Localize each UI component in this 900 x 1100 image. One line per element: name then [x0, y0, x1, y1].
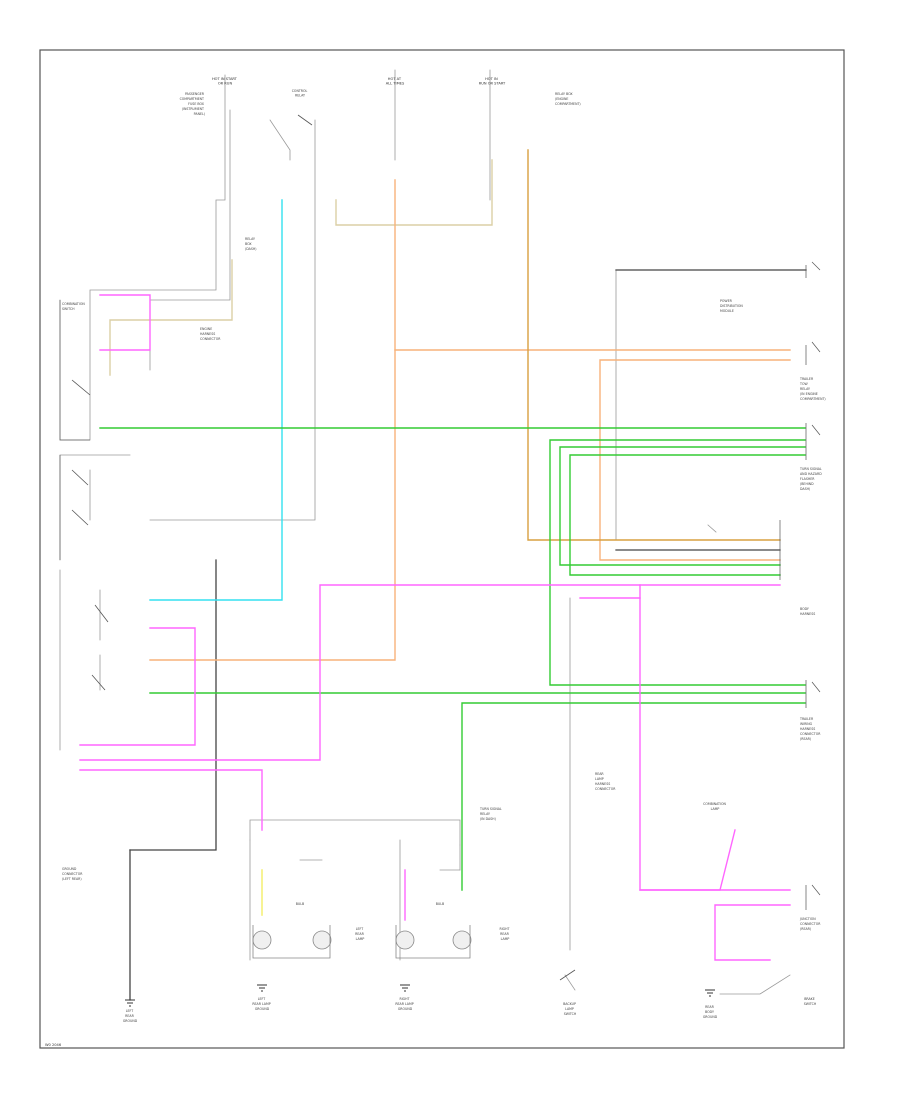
fuse-top-right-label: HOT IN RUN OR START [479, 77, 506, 86]
right-connectors [779, 261, 821, 910]
center-relay-label: TURN SIGNAL RELAY (IN DASH) [479, 807, 503, 821]
lamp-left-bulb-2-icon [312, 930, 332, 950]
switch-br-label: BRAKE SWITCH [804, 997, 817, 1006]
lamp-right-bulb-icon [395, 930, 415, 950]
page-ref-label: W0 2046 [45, 1043, 62, 1047]
fuse-box-right-label: RELAY BOX (ENGINE COMPARTMENT) [555, 92, 581, 106]
lamp-left-housing [252, 925, 331, 959]
left-relay-label: RELAY BOX (DASH) [245, 237, 257, 251]
sensor-label: BACKUP LAMP SWITCH [563, 1002, 577, 1016]
left-switch-label: COMBINATION SWITCH [62, 302, 86, 311]
fuse-top-mid-label: HOT AT ALL TIMES [386, 77, 405, 86]
right-module-1-label: POWER DISTRIBUTION MODULE [720, 299, 744, 313]
rear-module-label: REAR LAMP HARNESS CONNECTOR [595, 772, 616, 791]
ground-3-label: RIGHT REAR LAMP GROUND [395, 997, 414, 1011]
wire-layer [59, 69, 807, 1001]
left-component-bracket [59, 300, 90, 560]
ground-4-icon [705, 989, 715, 997]
left-connector-label: ENGINE HARNESS CONNECTOR [200, 327, 221, 341]
diagram-frame [39, 49, 845, 1049]
small-module-label: COMBINATION LAMP [703, 802, 727, 811]
fuse-box-left-label: PASSENGER COMPARTMENT FUSE BOX (INSTRUME… [180, 92, 205, 116]
ground-2-icon [257, 984, 267, 992]
ground-1-icon [125, 999, 135, 1007]
lamp-right-label: RIGHT REAR LAMP [500, 927, 511, 941]
right-module-3-label: TURN SIGNAL AND HAZARD FLASHER (BEHIND D… [799, 467, 823, 491]
bottom-right-connector-label: JUNCTION CONNECTOR (REAR) [799, 917, 821, 931]
right-module-2-label: TRAILER TOW RELAY (IN ENGINE COMPARTMENT… [799, 377, 826, 401]
fuse-top-left-label: HOT IN START OR RUN [212, 77, 238, 86]
label-layer: HOT IN START OR RUN HOT AT ALL TIMES HOT… [62, 77, 826, 1023]
lamp-right-housing [395, 925, 471, 959]
right-module-4-label: TRAILER WIRING HARNESS CONNECTOR (REAR) [799, 717, 821, 741]
ground-1-label: LEFT REAR GROUND [123, 1009, 138, 1023]
lamp-left-bulb-icon [252, 930, 272, 950]
right-connector-label: BODY HARNESS [800, 607, 815, 616]
bulb-right-label: BULB [436, 902, 444, 906]
lamp-left-label: LEFT REAR LAMP [355, 927, 365, 941]
bottom-left-connector-label: GROUND CONNECTOR (LEFT REAR) [62, 867, 83, 881]
bulb-left-label: BULB [296, 902, 304, 906]
ground-symbols [125, 984, 715, 1007]
ground-3-icon [400, 984, 410, 992]
lamp-right-bulb-2-icon [452, 930, 472, 950]
ground-4-label: REAR BODY GROUND [703, 1005, 718, 1019]
component-layer [59, 114, 821, 1007]
ground-2-label: LEFT REAR LAMP GROUND [252, 997, 271, 1011]
relay-box-label: CONTROL RELAY [292, 89, 309, 98]
switch-contacts [71, 114, 576, 981]
